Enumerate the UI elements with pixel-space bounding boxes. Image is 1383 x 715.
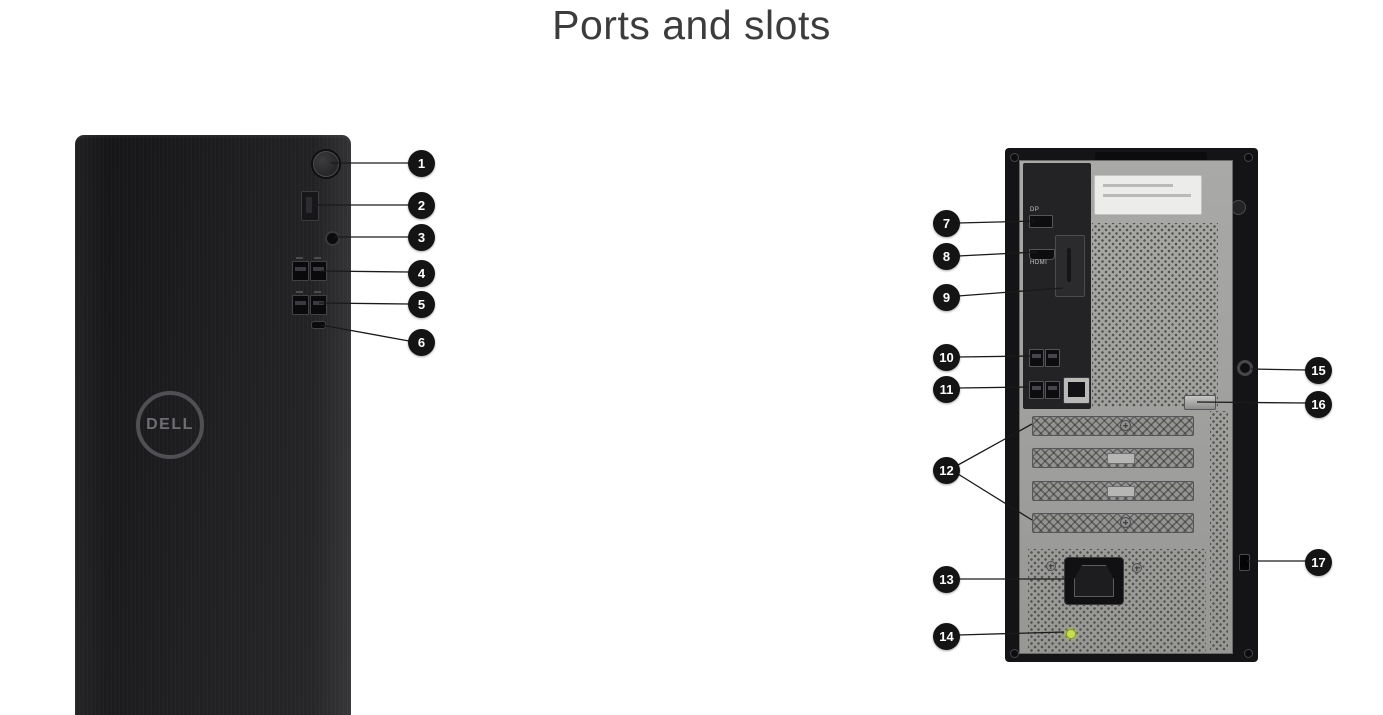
expansion-slot	[1032, 481, 1194, 501]
usb-c-port	[311, 321, 326, 329]
power-supply-diagnostic-light	[1066, 629, 1076, 639]
sd-card-reader-slot	[301, 191, 319, 221]
screw-icon	[1010, 153, 1019, 162]
padlock-ring	[1237, 360, 1253, 376]
dell-logo: DELL	[136, 391, 204, 459]
dell-logo-text: DELL	[146, 416, 194, 433]
screw-icon	[1244, 153, 1253, 162]
rear-panel: DP HDMI	[1019, 160, 1233, 654]
service-tag-label	[1094, 175, 1202, 215]
page-title: Ports and slots	[552, 2, 831, 48]
callout-9: 9	[933, 284, 960, 311]
callout-12: 12	[933, 457, 960, 484]
usb-port	[292, 291, 309, 315]
hdmi-port	[1029, 249, 1055, 260]
power-connector-port	[1064, 557, 1124, 605]
callout-4: 4	[408, 260, 435, 287]
callout-5: 5	[408, 291, 435, 318]
rear-view-tower: DP HDMI	[1005, 148, 1258, 662]
expansion-slot	[1032, 416, 1194, 436]
callout-13: 13	[933, 566, 960, 593]
usb-port	[292, 257, 309, 281]
expansion-slot	[1032, 448, 1194, 468]
callout-11: 11	[933, 376, 960, 403]
callout-7: 7	[933, 210, 960, 237]
usb-port	[1045, 381, 1060, 399]
usb-port	[1045, 349, 1060, 367]
slot-screw-icon	[1120, 420, 1131, 431]
vent-strip	[1210, 411, 1228, 651]
vent-grid	[1092, 223, 1218, 407]
usb-port	[1029, 381, 1044, 399]
callout-2: 2	[408, 192, 435, 219]
usb-port	[1029, 349, 1044, 367]
headset-jack	[325, 231, 340, 246]
callout-16: 16	[1305, 391, 1332, 418]
callout-6: 6	[408, 329, 435, 356]
slot-tab	[1107, 486, 1135, 497]
usb-port	[310, 257, 327, 281]
displayport-port	[1029, 215, 1053, 228]
screw-icon	[1046, 561, 1056, 571]
front-view-tower: DELL	[75, 135, 351, 715]
screw-icon	[1132, 563, 1142, 573]
hdmi-label: HDMI	[1030, 260, 1048, 266]
slot-tab	[1107, 453, 1135, 464]
callout-10: 10	[933, 344, 960, 371]
ethernet-port	[1063, 377, 1090, 404]
expansion-slot	[1032, 513, 1194, 533]
release-latch	[1184, 395, 1216, 410]
slot-screw-icon	[1120, 517, 1131, 528]
optional-port-slot	[1055, 235, 1085, 297]
security-lock-slot	[1239, 554, 1250, 571]
io-shield-area: DP HDMI	[1023, 163, 1091, 409]
callout-8: 8	[933, 243, 960, 270]
callout-17: 17	[1305, 549, 1332, 576]
thumbscrew-icon	[1231, 200, 1246, 215]
callout-1: 1	[408, 150, 435, 177]
callout-14: 14	[933, 623, 960, 650]
displayport-label: DP	[1030, 207, 1040, 213]
screw-icon	[1010, 649, 1019, 658]
callout-3: 3	[408, 224, 435, 251]
power-supply-area	[1028, 549, 1206, 653]
callout-15: 15	[1305, 357, 1332, 384]
screw-icon	[1244, 649, 1253, 658]
power-button	[313, 151, 339, 177]
usb-port	[310, 291, 327, 315]
